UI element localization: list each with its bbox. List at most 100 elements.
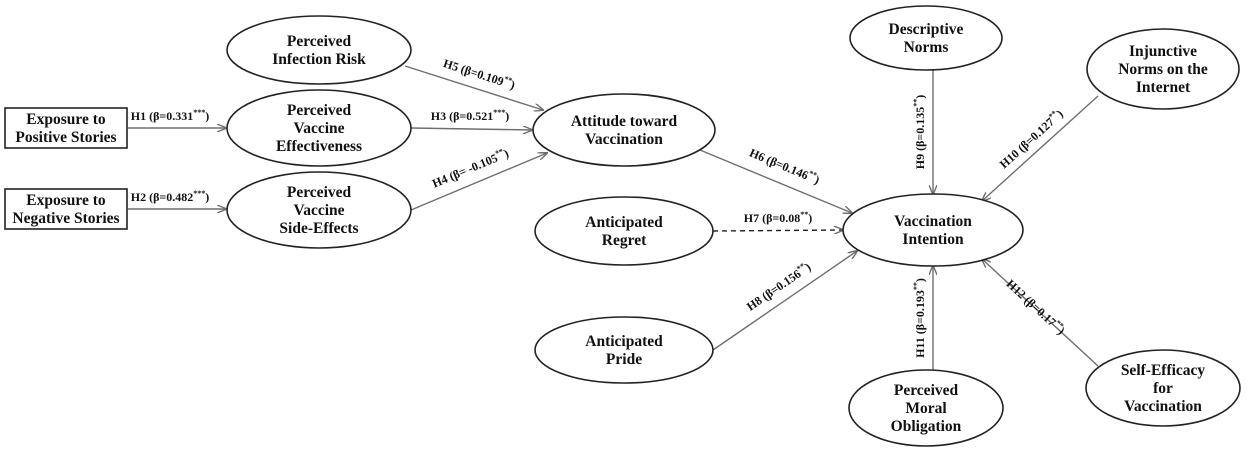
edge-label-text: H11 (β=0.193 [913, 290, 927, 358]
significance-stars: ** [494, 147, 505, 158]
edge-arrow [982, 259, 1099, 367]
node-label-line: Intention [902, 231, 964, 248]
significance-stars: ** [1054, 318, 1066, 330]
edge-label-close: ) [813, 173, 822, 187]
node-ellipse [849, 5, 1003, 71]
node-label-line: Norms [904, 39, 949, 56]
node-ellipse [534, 196, 714, 266]
edge-label: H6 (β=0.146**) [747, 145, 822, 187]
edge-label-text: H8 (β=0.156 [744, 267, 803, 314]
node-label-line: Perceived [287, 33, 352, 50]
node-box [4, 107, 128, 149]
edge-label: H4 (β= -0.105**) [430, 145, 511, 190]
edge-h9: H9 (β=0.135**) [912, 70, 933, 194]
edge-label-text: H10 (β=0.127 [997, 115, 1057, 171]
edge-label-text: H5 (β=0.109 [442, 56, 506, 88]
node-label-line: Norms on the [1118, 61, 1208, 78]
significance-stars: ** [503, 74, 513, 85]
node-label-line: Perceived [287, 184, 352, 201]
edge-arrow [410, 128, 532, 130]
edge-label-close: ) [808, 211, 812, 225]
significance-stars: ** [1047, 109, 1059, 121]
edge-label-text: H12 (β=0.17 [1004, 277, 1059, 330]
node-label-line: Positive Stories [15, 129, 116, 146]
node-label-line: Attitude toward [571, 113, 678, 130]
node-label-line: Injunctive [1129, 43, 1197, 60]
node-label-line: Vaccination [585, 131, 663, 148]
significance-stars: *** [493, 108, 505, 117]
node-label-line: Regret [602, 232, 647, 249]
edge-arrow [982, 95, 1099, 201]
edge-label: H12 (β=0.17**) [1004, 276, 1069, 338]
edge-label: H11 (β=0.193**) [912, 278, 927, 358]
edge-arrow [410, 153, 547, 211]
edge-label-text: H6 (β=0.146 [747, 146, 810, 183]
edge-arrow [404, 65, 543, 110]
significance-stars: ** [807, 169, 818, 180]
edge-h6: H6 (β=0.146**) [699, 145, 852, 213]
edge-label: H7 (β=0.08**) [744, 210, 813, 225]
node-label-line: Vaccination [894, 213, 972, 230]
edge-label-close: ) [509, 78, 517, 93]
edge-h7: H7 (β=0.08**) [712, 210, 843, 231]
node-label-line: Vaccine [293, 202, 344, 219]
node-label-line: Obligation [891, 418, 962, 435]
node-label-line: Infection Risk [272, 51, 366, 68]
edge-label-close: ) [205, 190, 209, 204]
edge-label-text: H4 (β= -0.105 [430, 151, 500, 191]
node-ellipse [226, 89, 412, 167]
node-ellipse [534, 316, 714, 384]
node-ellipse [226, 15, 412, 85]
node-label-line: Internet [1136, 79, 1191, 96]
node-label-line: Negative Stories [12, 210, 119, 227]
significance-stars: ** [912, 99, 921, 107]
edge-label-close: ) [502, 146, 511, 160]
edge-h10: H10 (β=0.127**) [982, 95, 1099, 201]
node-label-line: Exposure to [26, 111, 106, 128]
edge-h4: H4 (β= -0.105**) [410, 145, 547, 211]
node-label-line: Vaccine [293, 120, 344, 137]
edge-label: H2 (β=0.482***) [131, 189, 210, 204]
edge-label-close: ) [802, 260, 813, 274]
edge-label-text: H1 (β=0.331 [131, 109, 194, 123]
edge-label-text: H2 (β=0.482 [131, 190, 194, 204]
node-label-line: Descriptive [889, 21, 964, 38]
edge-label-text: H3 (β=0.521 [431, 109, 494, 123]
edge-label-text: H7 (β=0.08 [744, 211, 801, 225]
node-label-line: Anticipated [585, 333, 663, 350]
node-ellipse [226, 171, 412, 249]
edge-h3: H3 (β=0.521***) [410, 108, 532, 130]
edge-label: H1 (β=0.331***) [131, 108, 210, 123]
edge-label-close: ) [205, 109, 209, 123]
node-label-line: Side-Effects [279, 220, 358, 237]
node-label-line: Perceived [894, 382, 959, 399]
significance-stars: ** [800, 210, 808, 219]
node-ellipse [1085, 349, 1241, 427]
node-ellipse [532, 93, 716, 167]
edge-arrow [699, 149, 852, 213]
edge-label-close: ) [913, 278, 927, 282]
node-box [4, 188, 128, 230]
edge-arrow [712, 251, 857, 351]
node-label-line: for [1153, 380, 1173, 397]
edge-label: H10 (β=0.127**) [996, 106, 1066, 171]
significance-stars: ** [795, 261, 807, 273]
edge-label-text: H9 (β=0.135 [913, 107, 927, 170]
node-label-line: Perceived [287, 102, 352, 119]
edge-h8: H8 (β=0.156**) [712, 251, 857, 351]
